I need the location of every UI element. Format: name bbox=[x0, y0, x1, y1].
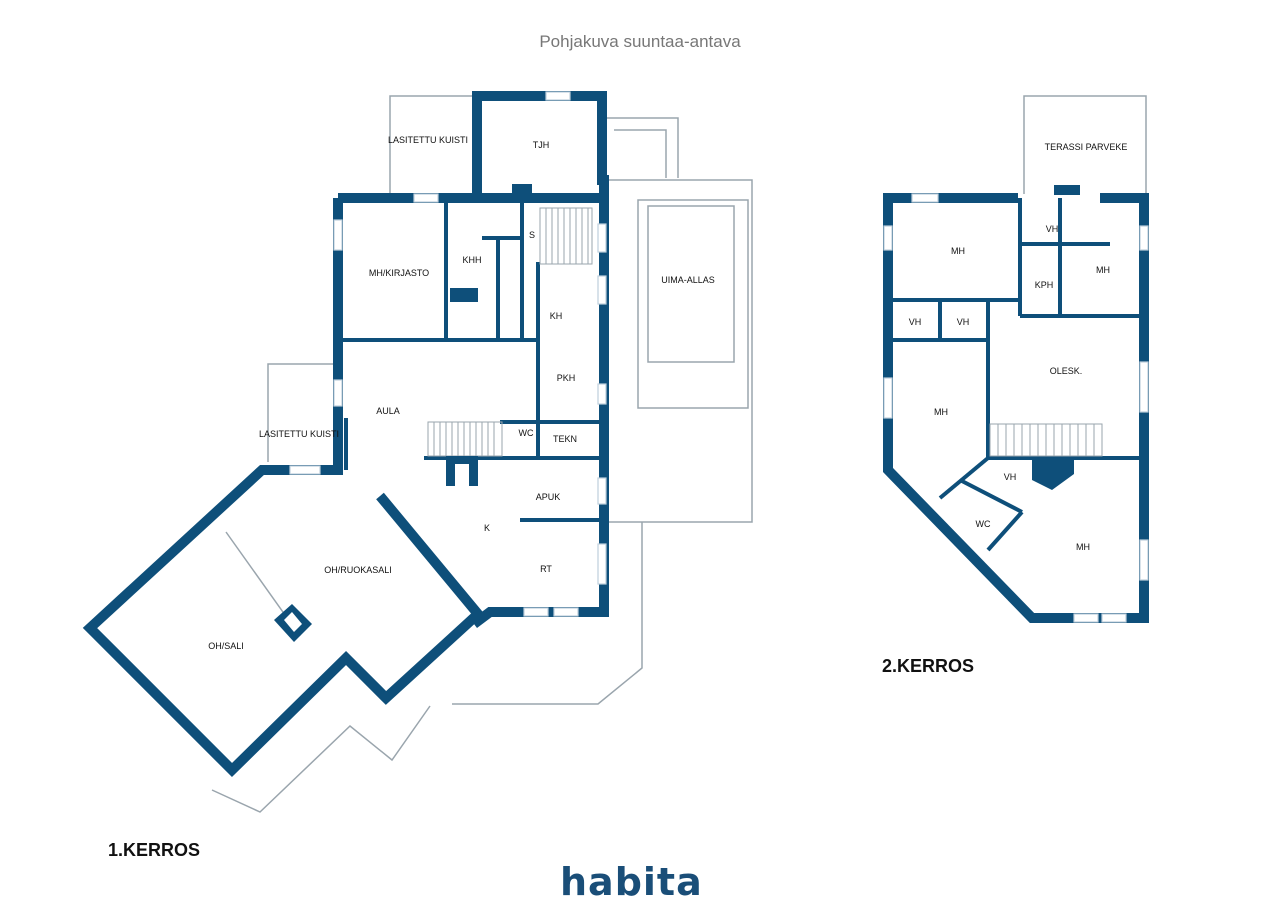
room-label: OLESK. bbox=[1050, 366, 1083, 376]
floor-2-plan: TERASSI PARVEKE MH VH MH KPH VH VH OLESK… bbox=[883, 95, 1149, 623]
windows-floor2 bbox=[883, 193, 1149, 623]
room-label: MH bbox=[1076, 542, 1090, 552]
floor-1-plan: LASITETTU KUISTI TJH MH/KIRJASTO KHH S K… bbox=[82, 91, 753, 813]
stairs-floor1 bbox=[427, 207, 593, 457]
room-label: LASITETTU KUISTI bbox=[388, 135, 468, 145]
floor-2-room-labels: TERASSI PARVEKE MH VH MH KPH VH VH OLESK… bbox=[909, 142, 1128, 552]
room-label: TEKN bbox=[553, 434, 577, 444]
windows-floor1 bbox=[289, 91, 607, 617]
room-label: PKH bbox=[557, 373, 576, 383]
habita-logo: habita bbox=[560, 860, 703, 904]
room-label: WC bbox=[519, 428, 534, 438]
fireplaces bbox=[274, 184, 532, 642]
room-label: KH bbox=[550, 311, 563, 321]
room-label: S bbox=[529, 230, 535, 240]
interior-walls bbox=[338, 198, 604, 522]
floor-1-label: 1.KERROS bbox=[108, 840, 201, 860]
room-label: LASITETTU KUISTI bbox=[259, 429, 339, 439]
stairs-floor2 bbox=[989, 423, 1103, 457]
room-label: K bbox=[484, 523, 490, 533]
page-title: Pohjakuva suuntaa-antava bbox=[539, 32, 741, 51]
room-label: MH bbox=[1096, 265, 1110, 275]
room-label: VH bbox=[1004, 472, 1017, 482]
room-label: OH/RUOKASALI bbox=[324, 565, 392, 575]
room-label: WC bbox=[976, 519, 991, 529]
room-label: TJH bbox=[533, 140, 550, 150]
room-label: VH bbox=[1046, 224, 1059, 234]
floor-2-label: 2.KERROS bbox=[882, 656, 975, 676]
room-label: MH bbox=[934, 407, 948, 417]
room-label: KHH bbox=[462, 255, 481, 265]
room-label: APUK bbox=[536, 492, 561, 502]
balcony-outline bbox=[1023, 95, 1147, 194]
room-label: UIMA-ALLAS bbox=[661, 275, 715, 285]
room-label: VH bbox=[909, 317, 922, 327]
floor-1-room-labels: LASITETTU KUISTI TJH MH/KIRJASTO KHH S K… bbox=[208, 135, 715, 651]
room-label: KPH bbox=[1035, 280, 1054, 290]
room-label: MH bbox=[951, 246, 965, 256]
interior-walls-floor2 bbox=[888, 198, 1144, 552]
chimney-floor2 bbox=[1032, 458, 1074, 490]
room-label: AULA bbox=[376, 406, 400, 416]
room-label: OH/SALI bbox=[208, 641, 244, 651]
room-label: TERASSI PARVEKE bbox=[1045, 142, 1128, 152]
room-label: RT bbox=[540, 564, 552, 574]
room-label: VH bbox=[957, 317, 970, 327]
room-label: MH/KIRJASTO bbox=[369, 268, 429, 278]
exterior-walls-floor2 bbox=[883, 185, 1149, 623]
